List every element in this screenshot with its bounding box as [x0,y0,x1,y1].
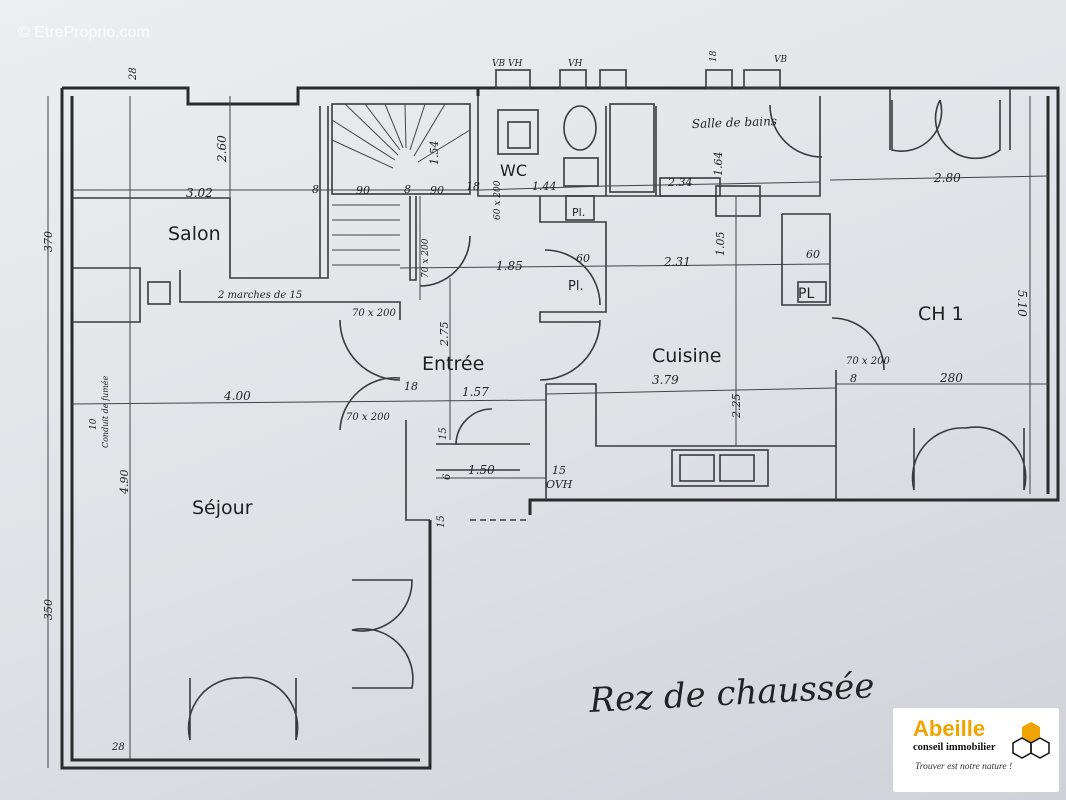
dim-2-60: 2.60 [215,135,229,163]
exterior-walls [60,86,1060,770]
label-cuisine: Cuisine [652,345,722,367]
dim-3-79: 3.79 [652,373,679,387]
dim-90-b: 90 [430,184,444,197]
label-placard-2: Pl. [572,206,585,219]
dim-4-90: 4.90 [118,470,131,496]
dim-28-a: 28 [128,67,139,81]
label-placard-1: Pl. [568,279,584,294]
dim-2-marches: 2 marches de 15 [217,290,302,301]
dim-1-44: 1.44 [532,180,557,193]
dim-1-50: 1.50 [468,463,495,477]
label-salon: Salon [168,223,221,245]
dim-280-b: 280 [939,371,963,385]
label-entree: Entrée [422,353,484,375]
honeycomb-icon [1012,722,1050,759]
dim-4-00: 4.00 [223,389,251,403]
dimension-texts: 3.02 2.60 8 90 8 90 18 1.54 1.44 2.34 1.… [42,50,1029,753]
dim-18: 18 [466,180,480,193]
room-labels: Salon Séjour Entrée Cuisine CH 1 WC Sall… [168,114,964,519]
dim-6: 6 [442,473,453,480]
dim-15-c: 15 [436,515,447,528]
staircase [331,103,471,266]
dim-10: 10 [89,418,99,430]
dim-18-c: 18 [709,50,719,62]
label-sdb: Salle de bains [692,114,778,131]
label-ch1: CH 1 [918,303,964,325]
dim-18-b: 18 [404,380,418,393]
dim-8-a: 8 [312,183,319,196]
dim-15-b: 15 [552,464,566,477]
label-ovh: OVH [546,478,573,491]
dim-8-c: 8 [850,372,857,385]
label-vb: VB [774,55,787,65]
dim-1-57: 1.57 [462,385,489,399]
label-vb-vh: VB VH [492,59,522,69]
label-placard-3: PL [798,286,814,302]
logo-brand: Abeille [913,716,986,741]
agency-logo: Abeille conseil immobilier Trouver est n… [893,708,1059,792]
dim-1-64: 1.64 [712,152,725,177]
logo-subtitle: conseil immobilier [913,742,996,753]
dim-60-b: 60 [806,248,820,261]
dim-5-10: 5.10 [1015,290,1029,317]
dim-28-b: 28 [111,742,125,753]
fixtures [147,69,827,487]
label-conduit: Conduit de fumée [101,375,110,448]
dim-1-85: 1.85 [496,259,523,273]
dim-1-54: 1.54 [428,141,441,166]
dim-60-a: 60 [576,252,590,265]
dim-70x200-a: 70 x 200 [352,308,396,319]
dim-2-80-a: 2.80 [933,171,961,185]
dim-1-05: 1.05 [714,232,727,257]
dim-2-31: 2.31 [663,255,691,269]
dim-2-25: 2.25 [730,394,743,420]
dim-70x200-b: 70 x 200 [846,356,890,367]
plan-title: Rez de chaussée [587,666,875,721]
dim-370: 370 [42,231,55,252]
watermark: © EtreProprio.com [18,24,150,41]
dim-2-34: 2.34 [667,176,693,189]
dim-3-02: 3.02 [186,186,213,200]
dim-90-a: 90 [356,184,370,197]
label-wc: WC [500,161,527,180]
logo-tagline: Trouver est notre nature ! [915,762,1013,772]
dim-15-a: 15 [438,427,449,440]
dim-60x200: 60 x 200 [493,180,503,220]
dim-350: 350 [42,599,55,620]
dim-8-b: 8 [404,183,411,196]
dim-2-75: 2.75 [438,322,451,348]
label-vh: VH [568,59,582,69]
label-sejour: Séjour [192,497,253,519]
dim-70x200-c: 70 x 200 [346,412,390,423]
dimension-lines [47,96,1049,768]
interior-walls [72,88,1011,521]
dim-70x200-d: 70 x 200 [421,238,431,278]
